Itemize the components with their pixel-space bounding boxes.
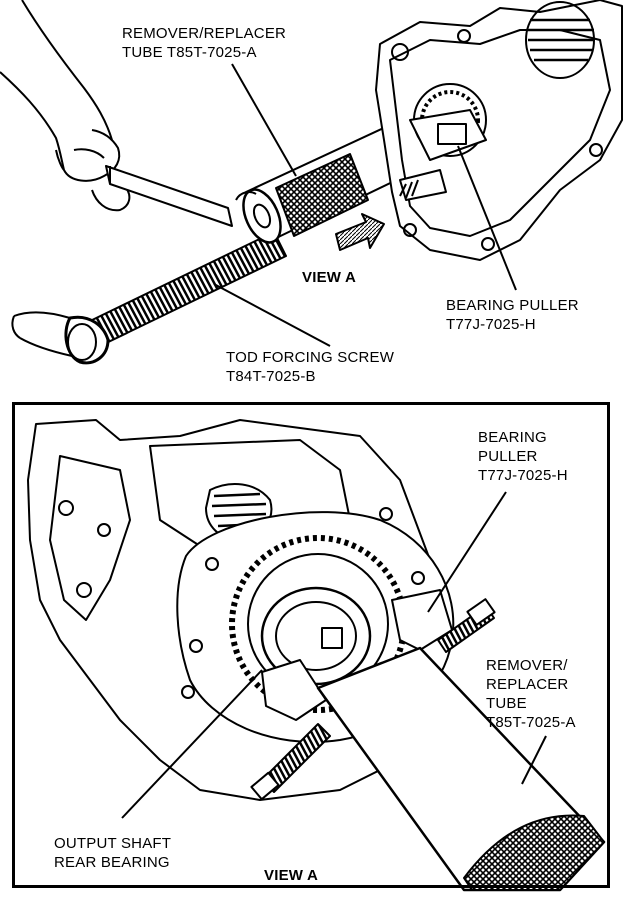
top-leaders [213, 63, 517, 347]
label-line: TOD FORCING SCREW [226, 349, 395, 366]
label-line: TUBE T85T-7025-A [122, 44, 257, 61]
label-line: REMOVER/REPLACER [122, 25, 287, 42]
label-remover-tube-top: REMOVER/REPLACER TUBE T85T-7025-A [122, 24, 286, 62]
label-line: T77J-7025-H [478, 467, 568, 484]
label-bearing-puller-top: BEARING PULLER T77J-7025-H [446, 296, 579, 334]
label-line: OUTPUT SHAFT [54, 835, 172, 852]
detail-illustration [27, 419, 606, 892]
label-line: BEARING [478, 429, 547, 446]
label-output-shaft-bearing: OUTPUT SHAFT REAR BEARING [54, 834, 171, 872]
top-illustration [0, 0, 623, 365]
label-line: T85T-7025-A [486, 714, 576, 731]
label-line: REAR BEARING [54, 854, 170, 871]
label-bearing-puller-detail: BEARING PULLER T77J-7025-H [478, 428, 568, 485]
forcing-screw [11, 231, 287, 365]
t-handle [105, 165, 233, 227]
label-line: TUBE [486, 695, 527, 712]
label-line: T77J-7025-H [446, 316, 536, 333]
label-line: BEARING PULLER [446, 297, 579, 314]
label-line: VIEW A [302, 269, 356, 286]
label-view-a-top: VIEW A [302, 268, 356, 287]
transfer-case-top [375, 0, 623, 261]
detail-leaders [121, 491, 547, 819]
label-line: PULLER [478, 448, 538, 465]
label-remover-tube-detail: REMOVER/ REPLACER TUBE T85T-7025-A [486, 656, 576, 732]
label-line: REMOVER/ [486, 657, 568, 674]
view-arrow [335, 213, 385, 251]
label-view-a-detail: VIEW A [264, 866, 318, 885]
label-line: VIEW A [264, 867, 318, 884]
label-forcing-screw: TOD FORCING SCREW T84T-7025-B [226, 348, 394, 386]
label-line: T84T-7025-B [226, 368, 316, 385]
label-line: REPLACER [486, 676, 569, 693]
hand-drawing [0, 0, 131, 212]
